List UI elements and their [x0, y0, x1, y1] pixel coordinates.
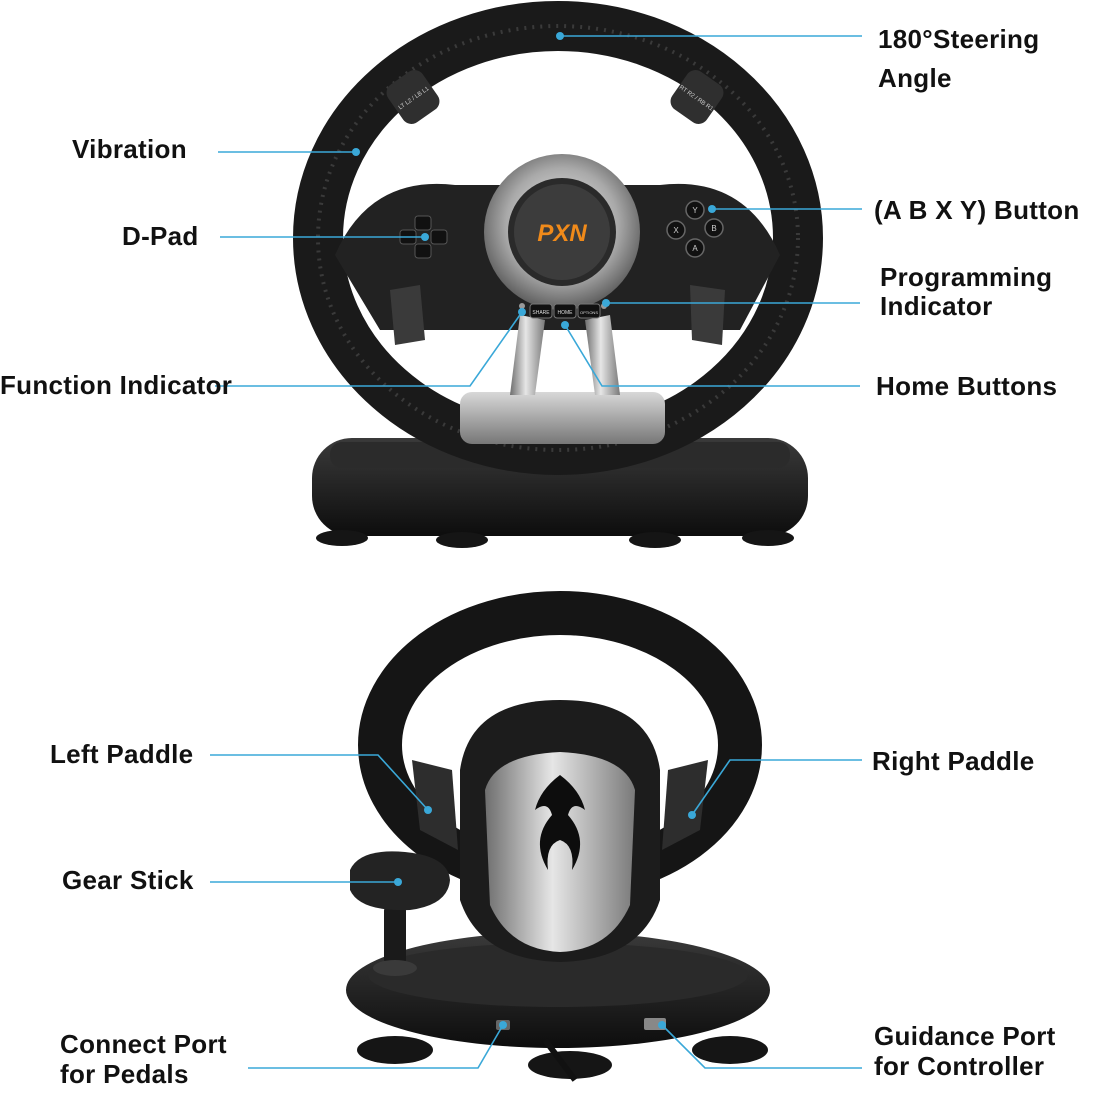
label-function-indicator: Function Indicator	[0, 370, 233, 400]
callout-line-right-paddle	[691, 759, 862, 816]
callout-lines	[210, 35, 862, 1069]
dpad-buttons	[399, 215, 448, 259]
label-connect-port-line2: for Pedals	[60, 1059, 189, 1089]
left-paddle-shape	[412, 760, 458, 850]
label-steering-angle-line2: Angle	[878, 63, 952, 93]
label-abxy-button: (A B X Y) Button	[874, 195, 1080, 225]
share-home-options-buttons	[529, 303, 601, 319]
silver-crossbar	[460, 392, 665, 444]
callout-dots	[352, 32, 716, 1029]
label-steering-angle-line1: 180°Steering	[878, 24, 1040, 54]
rear-suction-feet	[357, 1036, 768, 1079]
left-shoulder-buttons	[386, 70, 440, 124]
chrome-cover	[485, 752, 635, 952]
function-indicator-led	[519, 303, 525, 309]
label-dpad: D-Pad	[122, 221, 199, 251]
label-left-paddle: Left Paddle	[50, 739, 194, 769]
callout-line-home	[564, 324, 860, 387]
label-vibration: Vibration	[72, 134, 187, 164]
suction-feet	[316, 530, 794, 548]
callout-line-pedal-port	[248, 1024, 504, 1069]
abxy-buttons	[666, 200, 724, 258]
label-connect-port-line1: Connect Port	[60, 1029, 227, 1059]
front-view-wheel: PXN	[293, 1, 823, 548]
label-right-paddle: Right Paddle	[872, 746, 1035, 776]
pxn-logo: PXN	[537, 220, 587, 247]
label-programming-indicator-line2: Indicator	[880, 291, 993, 321]
label-programming-indicator-line1: Programming	[880, 262, 1053, 292]
label-home-buttons: Home Buttons	[876, 371, 1058, 401]
callout-line-left-paddle	[210, 754, 429, 811]
label-guidance-port-line2: for Controller	[874, 1051, 1045, 1081]
callout-line-function	[215, 311, 523, 387]
flame-graphic	[535, 775, 585, 870]
callout-line-guidance-port	[661, 1024, 862, 1069]
right-paddle-shape	[662, 760, 708, 850]
label-gear-stick: Gear Stick	[62, 865, 194, 895]
rear-view-wheel	[346, 591, 770, 1082]
label-guidance-port-line1: Guidance Port	[874, 1021, 1056, 1051]
right-shoulder-buttons	[670, 70, 724, 124]
